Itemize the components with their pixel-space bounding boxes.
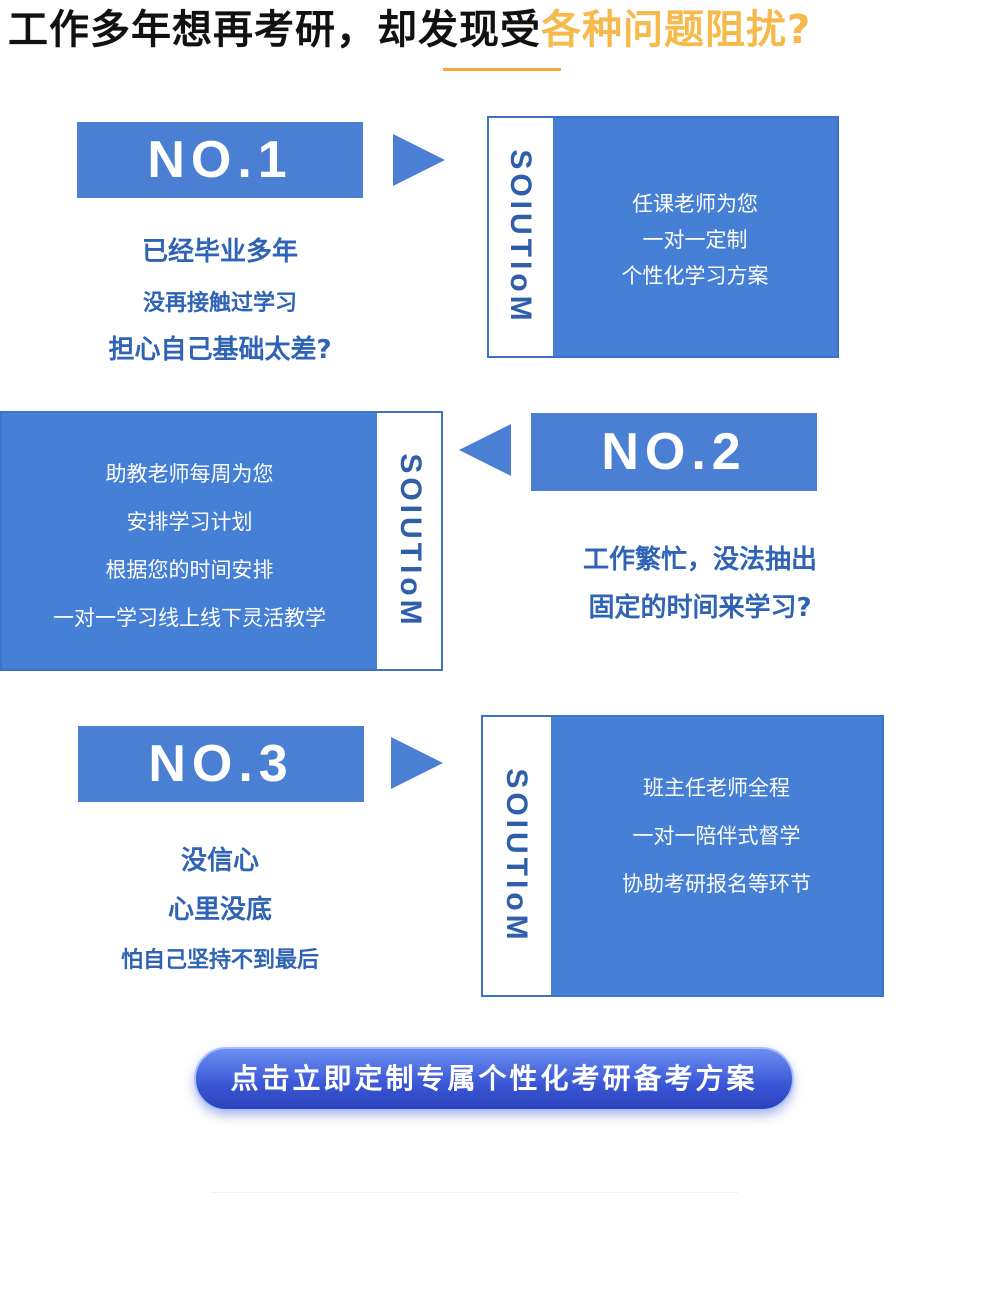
solution-card-2: 助教老师每周为您 安排学习计划 根据您的时间安排 一对一学习线上线下灵活教学 S… — [0, 411, 443, 671]
solution-label: SOIUTIoM — [483, 717, 549, 995]
page-title: 工作多年想再考研，却发现受各种问题阻扰? — [8, 7, 812, 53]
number-badge-2: NO.2 — [531, 413, 817, 491]
solution-card-3: SOIUTIoM 班主任老师全程 一对一陪伴式督学 协助考研报名等环节 — [481, 715, 884, 997]
title-highlight: 各种问题阻扰? — [541, 7, 812, 53]
arrow-right-icon — [393, 134, 445, 186]
solution-card-1: SOIUTIoM 任课老师为您 一对一定制 个性化学习方案 — [487, 116, 839, 358]
problem-text-1: 已经毕业多年 没再接触过学习 担心自己基础太差? — [108, 237, 332, 365]
custom-plan-button[interactable]: 点击立即定制专属个性化考研备考方案 — [194, 1047, 794, 1111]
problem-text-3: 没信心 心里没底 怕自己坚持不到最后 — [120, 846, 319, 973]
solution-text-2: 助教老师每周为您 安排学习计划 根据您的时间安排 一对一学习线上线下灵活教学 — [2, 413, 377, 669]
solution-text-1: 任课老师为您 一对一定制 个性化学习方案 — [553, 118, 837, 356]
arrow-left-icon — [459, 424, 511, 476]
number-badge-1: NO.1 — [77, 122, 363, 198]
solution-text-3: 班主任老师全程 一对一陪伴式督学 协助考研报名等环节 — [551, 717, 882, 995]
divider — [210, 1192, 738, 1193]
solution-label: SOIUTIoM — [489, 118, 551, 356]
solution-label: SOIUTIoM — [379, 413, 441, 669]
number-badge-3: NO.3 — [78, 726, 364, 802]
problem-text-2: 工作繁忙，没法抽出 固定的时间来学习? — [582, 545, 817, 623]
arrow-right-icon — [391, 737, 443, 789]
title-underline — [443, 68, 561, 71]
